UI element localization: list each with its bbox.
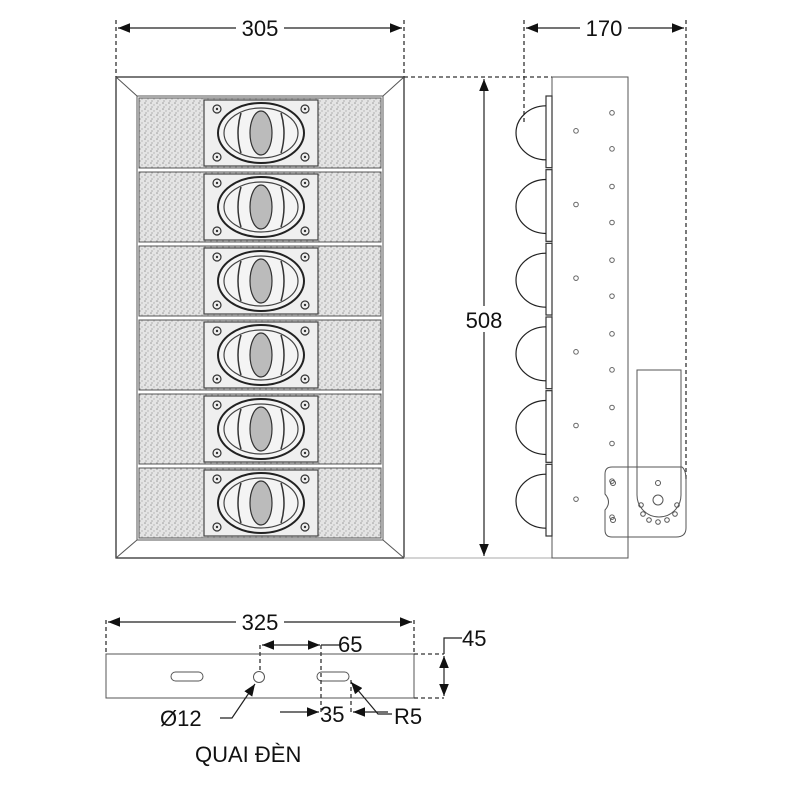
slot-spacing-label: 65 [338, 632, 362, 657]
screw-icon [212, 104, 222, 114]
led-module [138, 467, 382, 539]
screw-icon [212, 474, 222, 484]
led-module [138, 171, 382, 243]
height-label: 508 [466, 308, 503, 333]
outer-frame [115, 76, 405, 559]
slot-length-label: 35 [320, 702, 344, 727]
screw-icon [212, 374, 222, 384]
rivet-icon [609, 183, 615, 190]
lens-dome [515, 390, 615, 463]
rivet-icon [609, 146, 615, 152]
screw-icon [300, 400, 310, 410]
rivet-icon [573, 349, 579, 355]
lens-dome [515, 316, 615, 390]
rivet-icon [609, 293, 615, 299]
screw-icon [300, 152, 310, 162]
led-module [138, 97, 382, 169]
screw-icon [300, 522, 310, 532]
led-modules [138, 97, 382, 539]
led-module [138, 245, 382, 317]
rivet-icon [573, 496, 579, 502]
screw-icon [212, 300, 222, 310]
screw-icon [212, 400, 222, 410]
screw-icon [212, 178, 222, 188]
rivet-icon [573, 201, 579, 208]
screw-icon [212, 252, 222, 262]
lens-dome [515, 463, 615, 537]
screw-icon [300, 448, 310, 458]
rivet-icon [609, 331, 615, 337]
screw-icon [212, 152, 222, 162]
hole-diameter-label: Ø12 [160, 706, 202, 731]
height-label-bracket: 45 [462, 626, 486, 651]
bracket-title: QUAI ĐÈN [195, 742, 301, 767]
mounting-bracket [604, 369, 687, 538]
side-view: 170 [515, 14, 687, 559]
front-view: 305 [115, 14, 405, 559]
rivet-icon [609, 404, 615, 411]
rivet-icon [609, 367, 615, 373]
length-label: 325 [242, 610, 279, 635]
lens-dome [515, 95, 615, 169]
lens-dome [515, 242, 615, 316]
inner-panel [136, 95, 384, 541]
rivet-icon [609, 257, 615, 263]
slot-radius-label: R5 [394, 704, 422, 729]
screw-icon [212, 326, 222, 336]
led-module [138, 393, 382, 465]
width-label: 305 [242, 16, 279, 41]
hole [253, 671, 265, 683]
rivet-icon [609, 110, 615, 116]
slot [316, 671, 350, 682]
lens-dome [515, 169, 615, 242]
rivet-icon [573, 275, 579, 281]
screw-icon [300, 252, 310, 262]
screw-icon [300, 374, 310, 384]
rivet-icon [609, 219, 615, 226]
depth-label: 170 [586, 16, 623, 41]
screw-icon [300, 474, 310, 484]
screw-icon [212, 522, 222, 532]
lens-domes [515, 95, 615, 537]
screw-icon [300, 104, 310, 114]
slot [170, 671, 204, 682]
rivet-icon [609, 514, 615, 520]
rivet-icon [609, 440, 615, 447]
screw-icon [300, 178, 310, 188]
screw-icon [212, 448, 222, 458]
rivet-icon [573, 128, 579, 134]
bracket-view: 325 65 45 Ø12 35 R5 QUAI ĐÈN [105, 608, 486, 767]
screw-icon [300, 326, 310, 336]
screw-icon [300, 300, 310, 310]
screw-icon [300, 226, 310, 236]
housing-side [551, 76, 629, 559]
led-module [138, 319, 382, 391]
screw-icon [212, 226, 222, 236]
rivet-icon [573, 422, 579, 429]
